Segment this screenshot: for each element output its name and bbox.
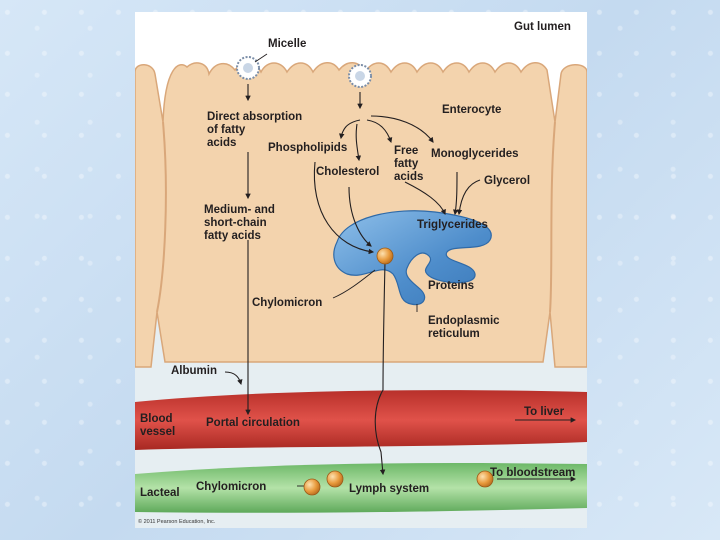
micelle-icon [348,64,372,88]
arrow [374,261,386,476]
direct-absorption-label-line3: acids [207,137,236,149]
arrow [355,123,362,162]
endoplasmic-reticulum-label-line1: Endoplasmic [428,315,500,327]
micelle-label: Micelle [268,38,306,50]
cell-border-right [549,121,556,313]
chylomicron-lacteal-3 [476,470,494,488]
lacteal-label: Lacteal [140,487,180,499]
micelle-icon [236,56,260,80]
chylomicron-lacteal-1 [303,478,321,496]
arrow [456,179,481,216]
gut-lumen-label: Gut lumen [514,21,571,33]
to-liver-label: To liver [524,406,565,418]
blood-vessel-label-line1: Blood [140,413,173,425]
direct-absorption-label-line1: Direct absorption [207,111,302,123]
lipid-absorption-figure: Gut lumen Micelle Enterocyte Direct abso… [135,12,587,528]
medium-short-chain-label-line3: fatty acids [204,230,261,242]
medium-short-chain-label-line2: short-chain [204,217,267,229]
to-bloodstream-label: To bloodstream [490,467,575,479]
lymph-system-label: Lymph system [349,483,429,495]
medium-short-chain-label-line1: Medium- and [204,204,275,216]
arrow [404,181,446,216]
albumin-label: Albumin [171,365,217,377]
enterocyte-label: Enterocyte [442,104,501,116]
copyright-text: © 2011 Pearson Education, Inc. [138,518,216,525]
arrow [339,119,361,140]
arrow [224,371,243,386]
lacteal-band [135,463,587,513]
chylomicron-er [376,247,394,265]
leader-line [254,53,268,63]
arrow [366,119,393,144]
triglycerides-label: Triglycerides [417,219,488,231]
free-fatty-acids-label-line2: fatty [394,158,419,170]
arrow [313,161,375,255]
chylomicron-er-label: Chylomicron [252,297,322,309]
arrow [453,171,459,216]
pathway-arrows [224,84,577,482]
portal-circulation-label: Portal circulation [206,417,300,429]
enterocyte-layer [135,62,587,368]
chylomicron-lacteal-2 [326,470,344,488]
direct-absorption-label-line2: of fatty [207,124,246,136]
blood-vessel-label-line2: vessel [140,426,175,438]
endoplasmic-reticulum-label-line2: reticulum [428,328,480,340]
diagram-canvas: Gut lumen Micelle Enterocyte Direct abso… [135,21,587,528]
arrow [348,186,372,247]
phospholipids-label: Phospholipids [268,142,347,154]
monoglycerides-label: Monoglycerides [431,148,519,160]
cholesterol-label: Cholesterol [316,166,379,178]
leader-line [332,269,376,299]
chylomicron-lacteal-label: Chylomicron [196,481,266,493]
cell-border-left [156,121,167,313]
arrow [370,115,434,143]
glycerol-label: Glycerol [484,175,530,187]
proteins-label: Proteins [428,280,474,292]
free-fatty-acids-label-line3: acids [394,171,423,183]
endoplasmic-reticulum [333,210,492,306]
free-fatty-acids-label-line1: Free [394,145,418,157]
